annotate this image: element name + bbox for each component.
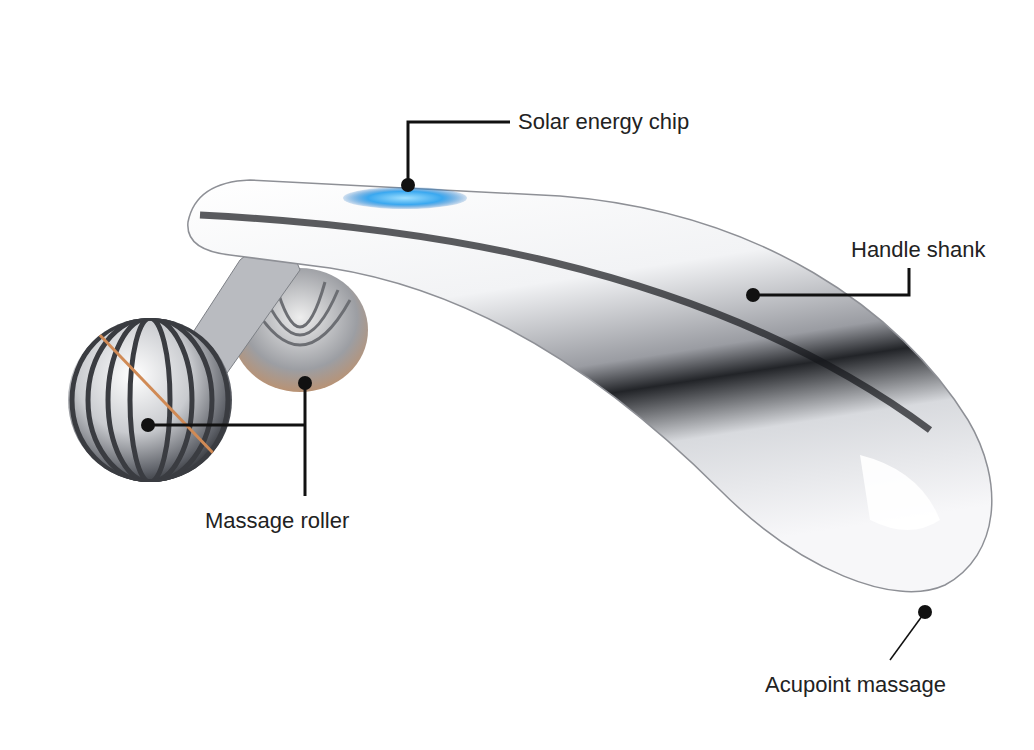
handle-reflection: [200, 215, 930, 430]
handle-highlight: [860, 455, 940, 530]
leader-line: [408, 122, 510, 185]
part-label: Handle shank: [849, 237, 988, 263]
leader-dot: [298, 376, 312, 390]
front-roller-ball: [68, 318, 232, 482]
handle: [188, 180, 992, 592]
leader-line: [890, 612, 925, 660]
leader-dot: [746, 288, 760, 302]
stripe: [108, 318, 192, 482]
part-label: Massage roller: [203, 508, 351, 534]
leader-dot: [401, 178, 415, 192]
leader-dots: [141, 178, 932, 619]
leader-line: [148, 424, 305, 427]
part-label: Solar energy chip: [516, 109, 691, 135]
stripe: [72, 318, 228, 482]
leader-dot: [141, 418, 155, 432]
part-label: Acupoint massage: [763, 672, 948, 698]
leader-lines: [148, 122, 925, 660]
leader-line: [304, 383, 307, 496]
leader-line: [753, 268, 909, 295]
roller-ball: [68, 318, 232, 482]
roller-stripes: [72, 318, 228, 482]
leader-dot: [918, 605, 932, 619]
roller-seam: [95, 330, 215, 455]
